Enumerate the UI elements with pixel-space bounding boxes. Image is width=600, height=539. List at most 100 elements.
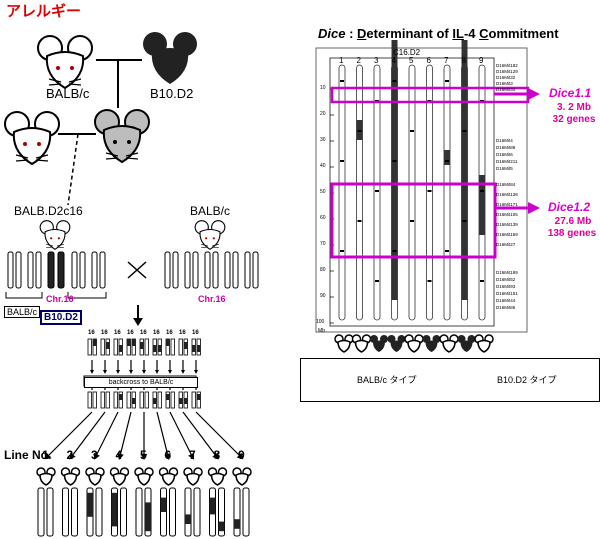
map-marker-label: D16Mit5 [496,166,513,171]
chr16-small-label: 16 [101,330,108,336]
map-column-label: 8 [461,56,466,65]
line-chromosome [62,487,69,537]
f1-white-mouse-icon [4,111,60,165]
map-marker-label: D16Mit44 [496,298,516,303]
generation-row-1 [87,338,201,356]
map-mark [392,250,397,252]
line-number: 9 [238,448,245,462]
dice-title: Dice : Determinant of IL-4 Commitment [318,26,559,41]
line-mouse-icon [183,467,203,486]
row2-segment [197,394,201,400]
fan-arrowhead [164,453,171,460]
row1-segment [132,339,136,346]
map-mark [375,190,379,192]
row2-chromosome [191,391,196,409]
row1-segment [158,345,162,352]
dice1-2-region [330,182,497,259]
row1-chromosome [144,338,149,356]
fan-arrowhead [93,452,100,460]
row2-segment [153,398,157,404]
b10d2-box-label: B10.D2 [40,310,82,325]
f1-gray-mouse-icon [94,109,150,163]
map-marker-label: D16Mit182 [496,63,518,68]
map-marker-label: D16Mit3 [496,81,513,86]
line-segment [87,492,93,517]
map-marker-label: D16Mit138 [496,192,518,197]
map-dark-segment [461,40,468,300]
dice1-2-size: 27.6 Mb [554,216,592,227]
map-mouse-icon [387,335,406,352]
map-marker-label: D16Mit189 [496,270,518,275]
line-chromosome [46,487,54,537]
line-segment [209,497,216,515]
row1-segment [153,345,157,352]
map-mark [392,80,397,82]
map-mark [462,220,467,222]
map-marker-label: D16Mit129 [496,69,518,74]
map-marker-label: D16Mit211 [496,159,518,164]
row2-chromosome [144,391,149,409]
line-number: 8 [213,448,221,462]
row1-arrowhead [181,370,185,374]
row1-chromosome [170,338,175,356]
line-number: 2 [66,448,74,462]
map-mark [410,130,414,132]
line-chromosome [184,487,192,537]
row1-arrowhead [103,370,107,374]
map-y-label: 60 [320,215,326,221]
map-marker-label: D16Mit6 [496,152,513,157]
map-marker-label: D16Mit88 [496,145,516,150]
line-mouse-icon [60,467,81,486]
map-unit-label: Mb [318,328,325,334]
row2-chromosome [126,391,131,409]
row2-segment [184,398,188,404]
row1-chromosome [178,338,183,356]
balbc-box-label: BALB/c [4,306,41,318]
line-number: 6 [164,448,172,462]
row1-segment [184,342,188,349]
line-mouse-icon [232,467,252,486]
congenic-chromosomes [5,251,107,299]
row1-segment [192,345,196,352]
fan-arrowhead [117,453,124,460]
map-marker-label: D16Mit52 [496,277,516,282]
map-marker-label: D16Mit105 [496,212,518,217]
map-mark [410,220,414,222]
map-column-label: 7 [444,56,449,65]
map-mark [445,160,449,162]
fan-line [195,411,243,459]
map-dark-segment [479,175,485,235]
fan-line [156,411,170,459]
map-marker-label: D16Mit159 [496,232,518,237]
map-mouse-icon [457,335,476,352]
map-mouse-icon [351,334,372,353]
map-y-label: 70 [320,241,326,247]
dice1-1-genes: 32 genes [552,114,596,125]
row2-chromosome [87,391,92,409]
line-number: 1 [42,448,49,462]
fan-arrowhead [212,452,219,460]
fan-line [45,411,93,459]
map-column-label: 6 [426,56,431,65]
map-marker-label: D16Mit34 [496,87,516,92]
congenic-mouse-icon [39,220,71,250]
balbc-mouse-icon [37,35,93,89]
map-mark [445,80,449,82]
map-column-label: 5 [409,56,414,65]
map-marker-label: D16Mit4 [496,138,513,143]
map-mouse-icon [422,335,441,352]
page-title: アレルギー [6,3,82,20]
line-segment [185,514,191,524]
fan-arrowhead [188,452,195,460]
line-no-label: Line No. [4,448,52,462]
map-mark [427,190,432,192]
map-y-label: 30 [320,137,326,143]
fan-line [118,411,132,459]
map-mark [340,250,344,252]
map-dark-segment [444,150,450,165]
map-y-label: 40 [320,163,326,169]
chr16-right-label: Chr.16 [198,294,226,304]
row2-segment [119,394,123,400]
line-mouse-icon [109,467,130,486]
chr16-small-label: 16 [153,330,160,336]
